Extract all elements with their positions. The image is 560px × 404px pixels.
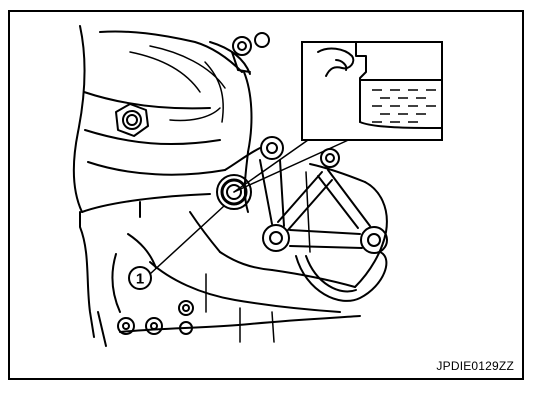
filler-plug bbox=[216, 174, 252, 210]
hex-bolt bbox=[115, 103, 149, 137]
lower-bolts bbox=[117, 300, 194, 335]
top-bolts bbox=[231, 32, 270, 73]
figure-code: JPDIE0129ZZ bbox=[436, 359, 514, 373]
figure-frame: 1 JPDIE0129ZZ bbox=[8, 10, 524, 380]
case-ribs bbox=[259, 136, 388, 302]
callout-marker bbox=[128, 266, 152, 290]
clutch-housing bbox=[72, 25, 253, 213]
oil-level-inset bbox=[301, 41, 443, 141]
transaxle-illustration bbox=[72, 25, 443, 347]
transmission-case bbox=[79, 147, 388, 347]
inset-leaders bbox=[233, 131, 367, 193]
callout-leader bbox=[149, 205, 225, 275]
